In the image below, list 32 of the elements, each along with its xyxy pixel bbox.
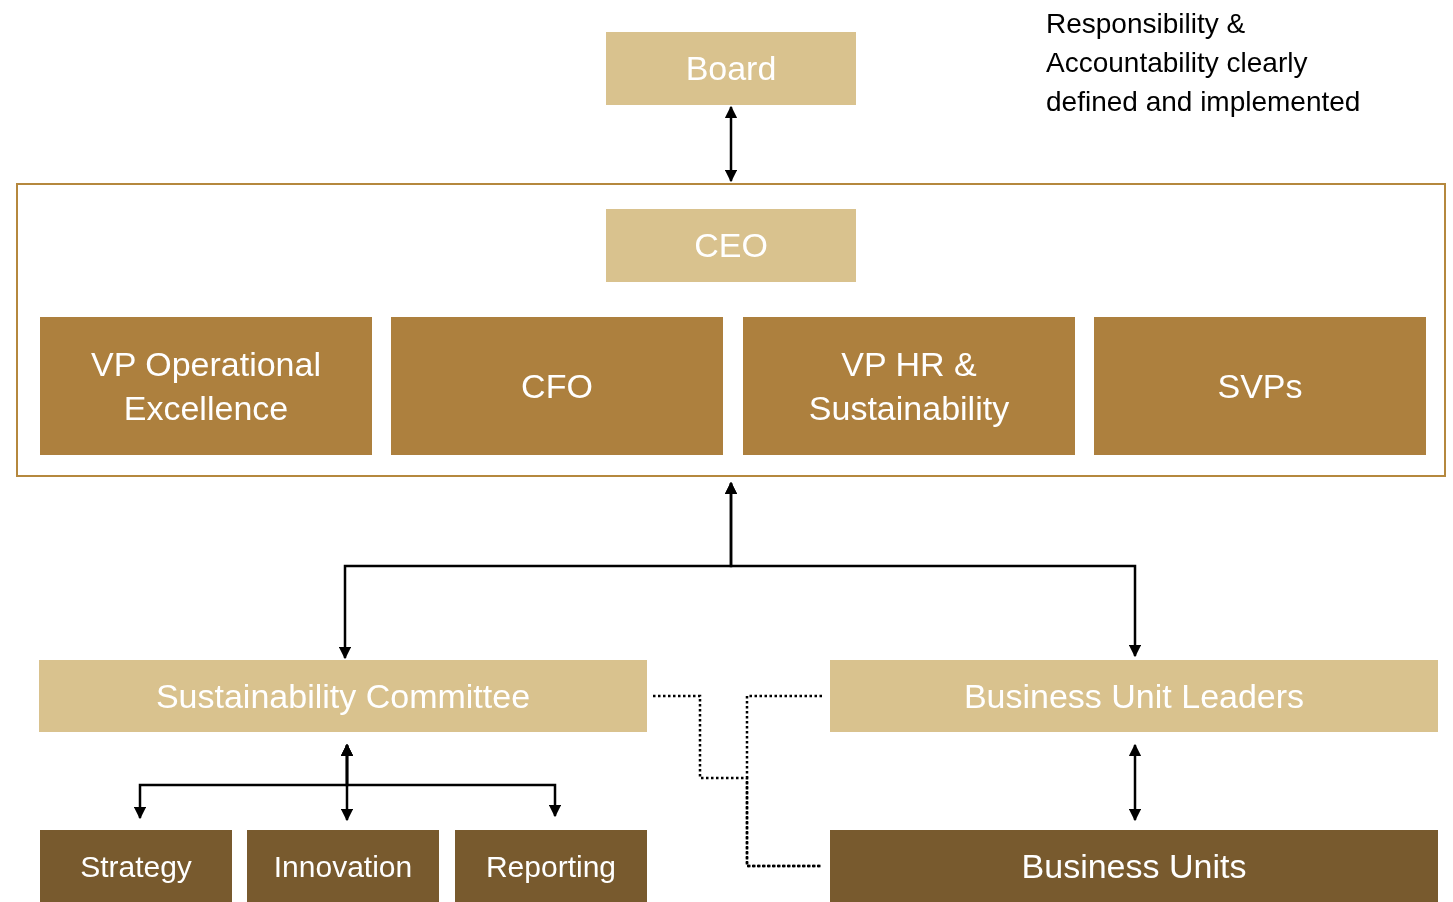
node-label: VP HR & Sustainability xyxy=(807,343,1011,429)
arrow xyxy=(340,743,562,818)
node-label: Reporting xyxy=(485,848,617,885)
node-label: CFO xyxy=(521,365,593,407)
title-box xyxy=(39,660,647,732)
role-box xyxy=(40,317,372,455)
unit-box xyxy=(247,830,439,902)
node-label: Innovation xyxy=(273,848,413,885)
dotted-connector xyxy=(745,694,822,868)
group-frame xyxy=(16,183,1446,477)
node-label: CEO xyxy=(694,225,768,267)
arrow xyxy=(724,481,1142,658)
unit-box xyxy=(830,830,1438,902)
title-box xyxy=(606,32,856,105)
title-box xyxy=(830,660,1438,732)
arrow xyxy=(1128,743,1142,822)
node-label: VP Operational Excellence xyxy=(90,343,322,429)
node-label: Strategy xyxy=(80,848,192,885)
node-label: Sustainability Committee xyxy=(155,675,531,717)
role-box xyxy=(1094,317,1426,455)
dotted-connector xyxy=(653,694,822,868)
node-label: SVPs xyxy=(1217,365,1303,407)
unit-box xyxy=(455,830,647,902)
node-label: Business Units xyxy=(1021,845,1247,887)
note-text: Responsibility & Accountability clearly defined and implemented xyxy=(1046,8,1361,117)
unit-box xyxy=(40,830,232,902)
arrow xyxy=(724,105,738,183)
node-label: Board xyxy=(685,48,777,90)
role-box xyxy=(391,317,723,455)
node-label: Business Unit Leaders xyxy=(963,675,1305,717)
role-box xyxy=(743,317,1075,455)
title-box xyxy=(606,209,856,282)
